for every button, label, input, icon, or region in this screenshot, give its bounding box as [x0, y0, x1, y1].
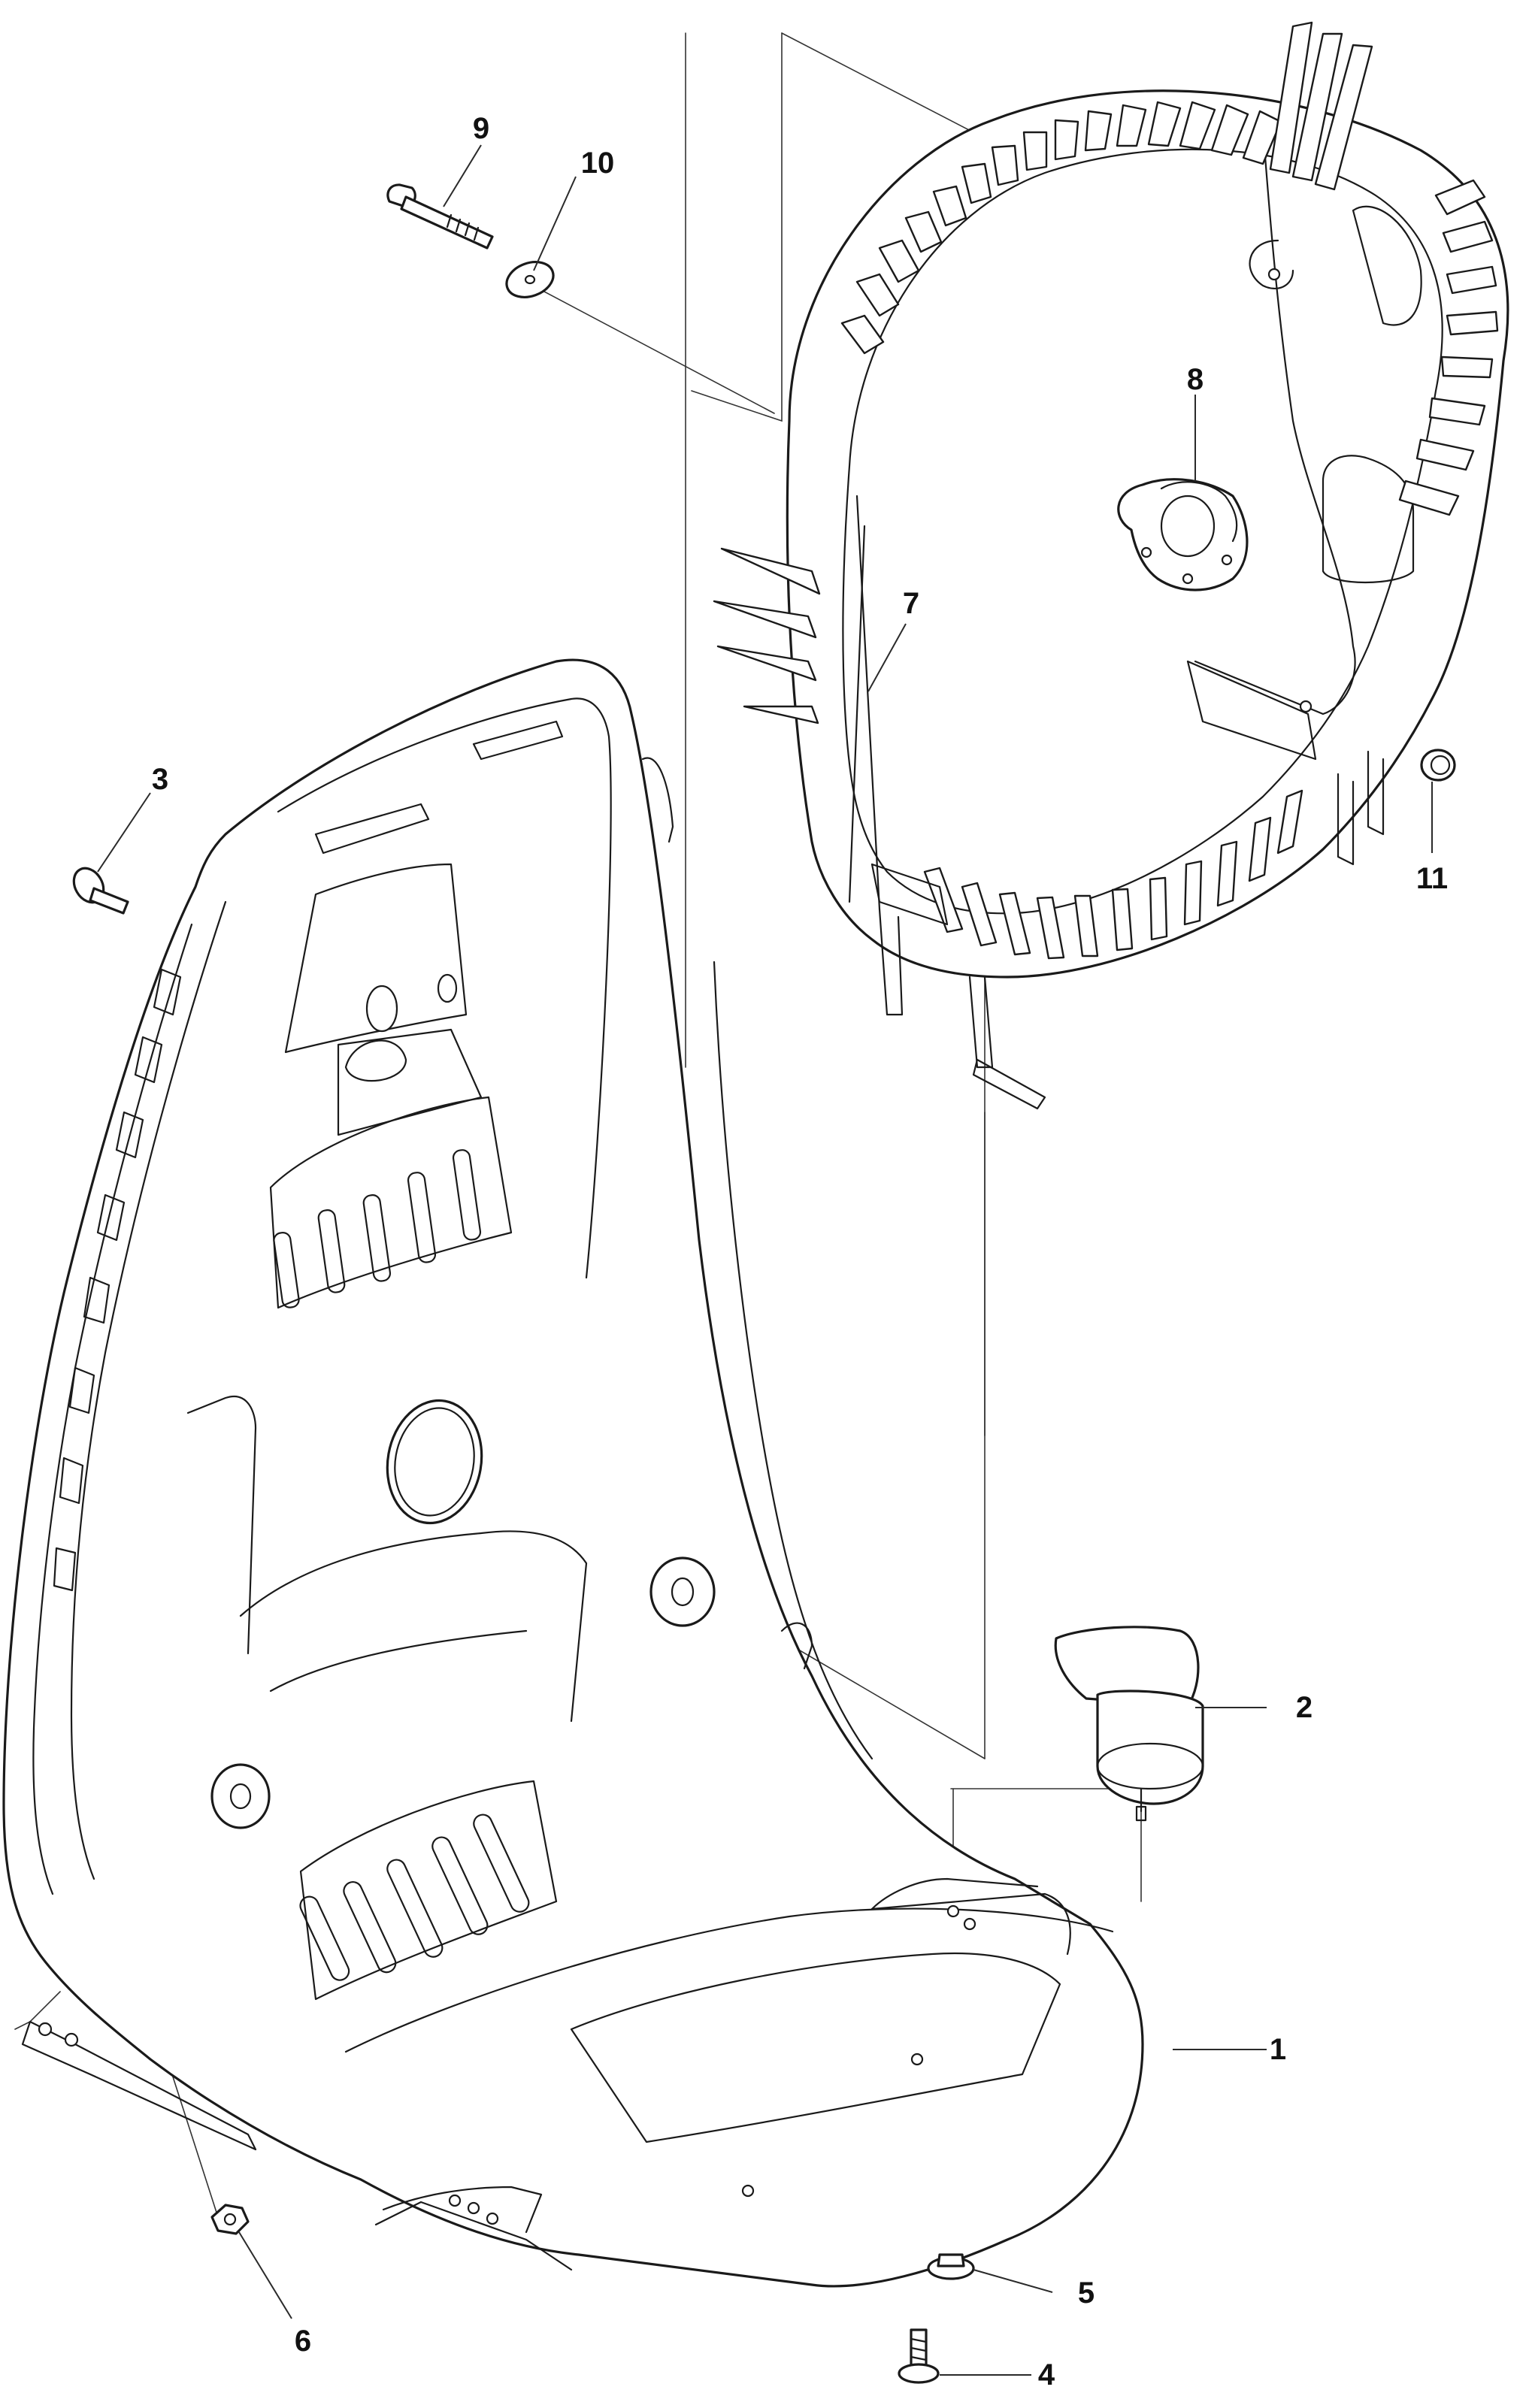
bolt-part-9	[386, 183, 494, 250]
washer-part-10	[505, 261, 555, 298]
flange-nut-part-5	[927, 2253, 975, 2280]
plug-part-11	[1420, 749, 1456, 782]
callout-6: 6	[295, 2325, 311, 2358]
side-notches	[53, 968, 182, 1592]
callout-leaders	[97, 144, 1433, 2376]
callout-7: 7	[903, 587, 919, 620]
buffer-part-8	[1117, 478, 1249, 591]
upper-grille	[269, 1096, 513, 1309]
ring-frame-part-7	[713, 21, 1509, 1110]
callout-9: 9	[473, 112, 489, 145]
callout-labels: 9 10 8 7 11 3 2 1 5 4 6	[152, 112, 1448, 2391]
back-frame-part-1	[2, 658, 1144, 2288]
callout-4: 4	[1038, 2358, 1055, 2391]
pad-part-2	[1054, 1626, 1204, 1822]
callout-5: 5	[1078, 2276, 1095, 2310]
inner-slats-bottom	[923, 789, 1303, 960]
nut-part-6	[210, 2204, 250, 2235]
screw-part-3	[72, 867, 129, 915]
left-spikes	[713, 547, 821, 725]
callout-10: 10	[581, 147, 615, 180]
cooling-fins-right	[1398, 179, 1499, 516]
callout-8: 8	[1187, 363, 1204, 396]
callout-11: 11	[1416, 862, 1448, 895]
cooling-fins-top	[840, 21, 1373, 355]
callout-3: 3	[152, 763, 168, 796]
screw-part-4	[898, 2328, 940, 2384]
callout-1: 1	[1270, 2033, 1286, 2066]
callout-2: 2	[1296, 1691, 1313, 1724]
lower-grille	[299, 1780, 558, 2001]
